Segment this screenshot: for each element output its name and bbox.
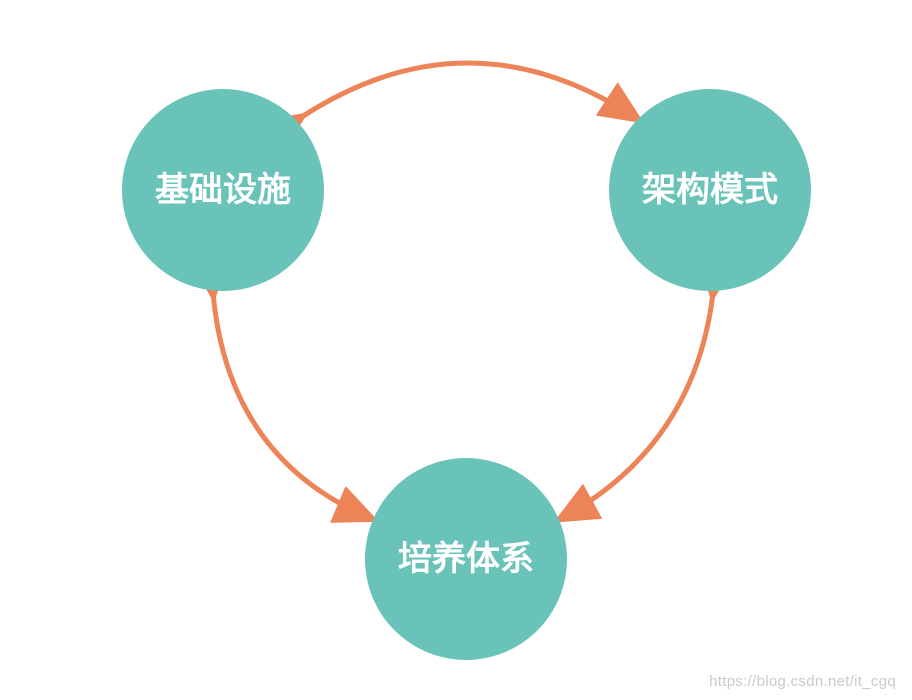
node-architecture-circle: [609, 89, 811, 291]
watermark-text: https://blog.csdn.net/it_cgq: [709, 673, 896, 690]
arrow-infrastructure-architecture: [259, 60, 645, 154]
node-infrastructure-circle: [122, 89, 324, 291]
arrow-infrastructure-training: [189, 256, 380, 523]
arrow-architecture-training: [553, 255, 737, 523]
node-training: 培养体系: [365, 458, 567, 660]
node-infrastructure: 基础设施: [122, 89, 324, 291]
node-architecture: 架构模式: [609, 89, 811, 291]
node-infrastructure-label: 基础设施: [155, 170, 291, 210]
node-training-circle: [365, 458, 567, 660]
node-training-label: 培养体系: [398, 539, 534, 579]
node-architecture-label: 架构模式: [642, 170, 778, 210]
